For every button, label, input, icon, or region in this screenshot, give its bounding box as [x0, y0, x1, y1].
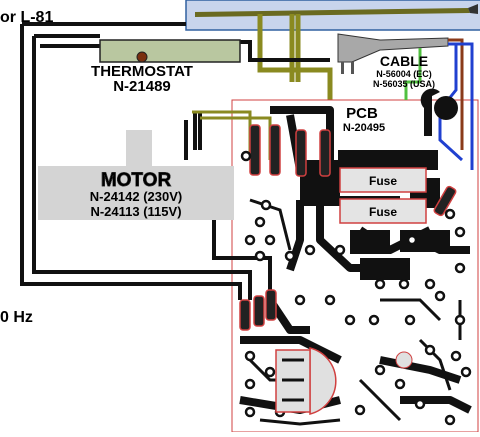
motor-label-fill: MOTOR: [101, 170, 172, 191]
pcb-crystal: [395, 351, 413, 369]
heater-element-tip: [468, 4, 478, 14]
cable-code-usa: N-56035 (USA): [373, 79, 435, 89]
cable-pin-2: [351, 62, 354, 74]
title-fragment: or L-81: [0, 9, 53, 26]
pcb-label: PCB: [346, 105, 378, 122]
cable-code-ec: N-56004 (EC): [376, 69, 432, 79]
thermostat-label: THERMOSTAT: [91, 63, 193, 80]
pcb-component-round: [434, 96, 458, 120]
cable-pin-1: [341, 62, 344, 74]
fuse-1-label: Fuse: [369, 174, 397, 188]
frequency-fragment: 0 Hz: [0, 309, 33, 326]
fuse-2: [339, 198, 427, 224]
pcb-small-pads: [240, 150, 472, 426]
motor-label: MOTOR: [101, 170, 172, 191]
thermostat-body: [99, 39, 241, 63]
cable-connector: [337, 33, 449, 63]
heater-element-rod: [195, 8, 470, 17]
pcb-terminals: [239, 124, 457, 331]
motor-body: [38, 166, 234, 220]
motor-code-230: N-24142 (230V): [90, 189, 183, 204]
motor-shaft: [126, 130, 152, 170]
thermostat-code: N-21489: [113, 78, 171, 95]
pcb-code: N-20495: [343, 122, 385, 134]
left-wiring: [20, 22, 330, 300]
fuse-1: [339, 167, 427, 193]
cable-label: CABLE: [380, 53, 428, 69]
thermostat-screw: [136, 51, 148, 63]
pcb-component-blob: [420, 88, 440, 136]
fuse-2-label: Fuse: [369, 205, 397, 219]
motor-code-115: N-24113 (115V): [90, 204, 181, 219]
pcb-relay: [275, 347, 337, 415]
